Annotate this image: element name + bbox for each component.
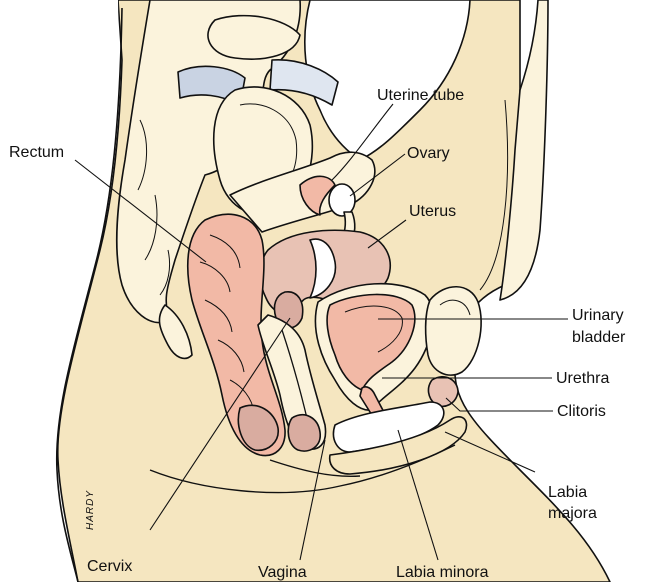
label-clitoris: Clitoris [557, 403, 606, 420]
artist-signature: HARDY [85, 490, 96, 530]
vaginal-orifice [288, 415, 320, 451]
label-cervix: Cervix [87, 558, 132, 575]
label-uterine-tube: Uterine tube [377, 87, 464, 104]
label-labia-minora: Labia minora [396, 564, 489, 581]
label-urinary-bladder-line1: Urinary [572, 307, 624, 324]
label-labia-majora-line1: Labia [548, 484, 587, 501]
label-urinary-bladder-line2: bladder [572, 329, 626, 346]
label-urethra: Urethra [556, 370, 609, 387]
label-vagina: Vagina [258, 564, 307, 581]
label-rectum: Rectum [9, 144, 64, 161]
label-uterus: Uterus [409, 203, 456, 220]
label-ovary: Ovary [407, 145, 450, 162]
label-labia-majora-line2: majora [548, 505, 597, 522]
